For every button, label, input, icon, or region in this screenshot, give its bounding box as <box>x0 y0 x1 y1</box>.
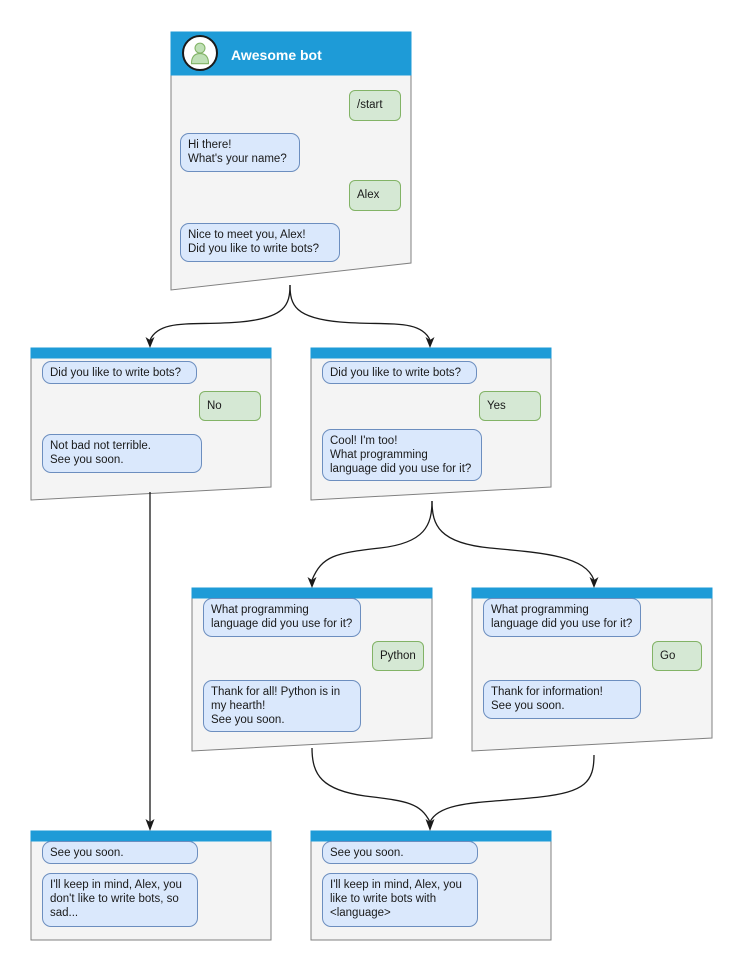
bubble-user-start: /start <box>349 90 401 121</box>
bubble-user-python: Python <box>372 641 424 671</box>
connector-yes-to-python <box>311 500 433 581</box>
card-header-yes-branch <box>310 347 552 359</box>
connector-go-to-end-yes <box>429 754 595 823</box>
card-header-go-branch <box>471 587 713 599</box>
card-header-no-branch <box>30 347 272 359</box>
bubble-bot-not-bad: Not bad not terrible. See you soon. <box>42 434 202 473</box>
arrowhead-root-to-no <box>145 337 155 348</box>
card-header-python-branch <box>191 587 433 599</box>
bubble-bot-thank-python: Thank for all! Python is in my hearth! S… <box>203 680 361 732</box>
bubble-bot-ask-language-python: What programming language did you use fo… <box>203 598 361 637</box>
card-header-end-yes <box>310 830 552 842</box>
arrowhead-yes-to-go <box>589 577 599 588</box>
bubble-bot-keep-in-mind-yes: I'll keep in mind, Alex, you like to wri… <box>322 873 478 927</box>
bubble-bot-thank-info: Thank for information! See you soon. <box>483 680 641 719</box>
bubble-bot-ask-language-go: What programming language did you use fo… <box>483 598 641 637</box>
bubble-bot-greeting: Hi there! What's your name? <box>180 133 300 172</box>
card-title-root: Awesome bot <box>231 47 322 63</box>
card-header-end-no <box>30 830 272 842</box>
bubble-bot-see-you-soon-yes: See you soon. <box>322 841 478 864</box>
bubble-user-yes: Yes <box>479 391 541 421</box>
connector-root-to-no <box>149 284 291 341</box>
arrowhead-root-to-yes <box>425 337 435 348</box>
connector-yes-to-go <box>431 500 595 581</box>
bubble-bot-ask-bots-yes: Did you like to write bots? <box>322 361 477 384</box>
arrowhead-yes-to-python <box>307 577 317 588</box>
connector-python-to-end-yes <box>311 747 431 823</box>
bubble-user-no: No <box>199 391 261 421</box>
bubble-bot-keep-in-mind-no: I'll keep in mind, Alex, you don't like … <box>42 873 198 927</box>
bubble-bot-ask-bots-no: Did you like to write bots? <box>42 361 197 384</box>
arrowhead-no-to-end-no <box>145 819 155 831</box>
bubble-bot-see-you-soon-no: See you soon. <box>42 841 198 864</box>
connector-root-to-yes <box>289 284 431 341</box>
arrowhead-merge-to-end-yes <box>425 819 435 831</box>
bubble-bot-cool-im-too: Cool! I'm too! What programming language… <box>322 429 482 481</box>
bubble-user-name: Alex <box>349 180 401 211</box>
bubble-bot-ask-bots: Nice to meet you, Alex! Did you like to … <box>180 223 340 262</box>
person-avatar-icon <box>182 35 218 71</box>
bubble-user-go: Go <box>652 641 702 671</box>
